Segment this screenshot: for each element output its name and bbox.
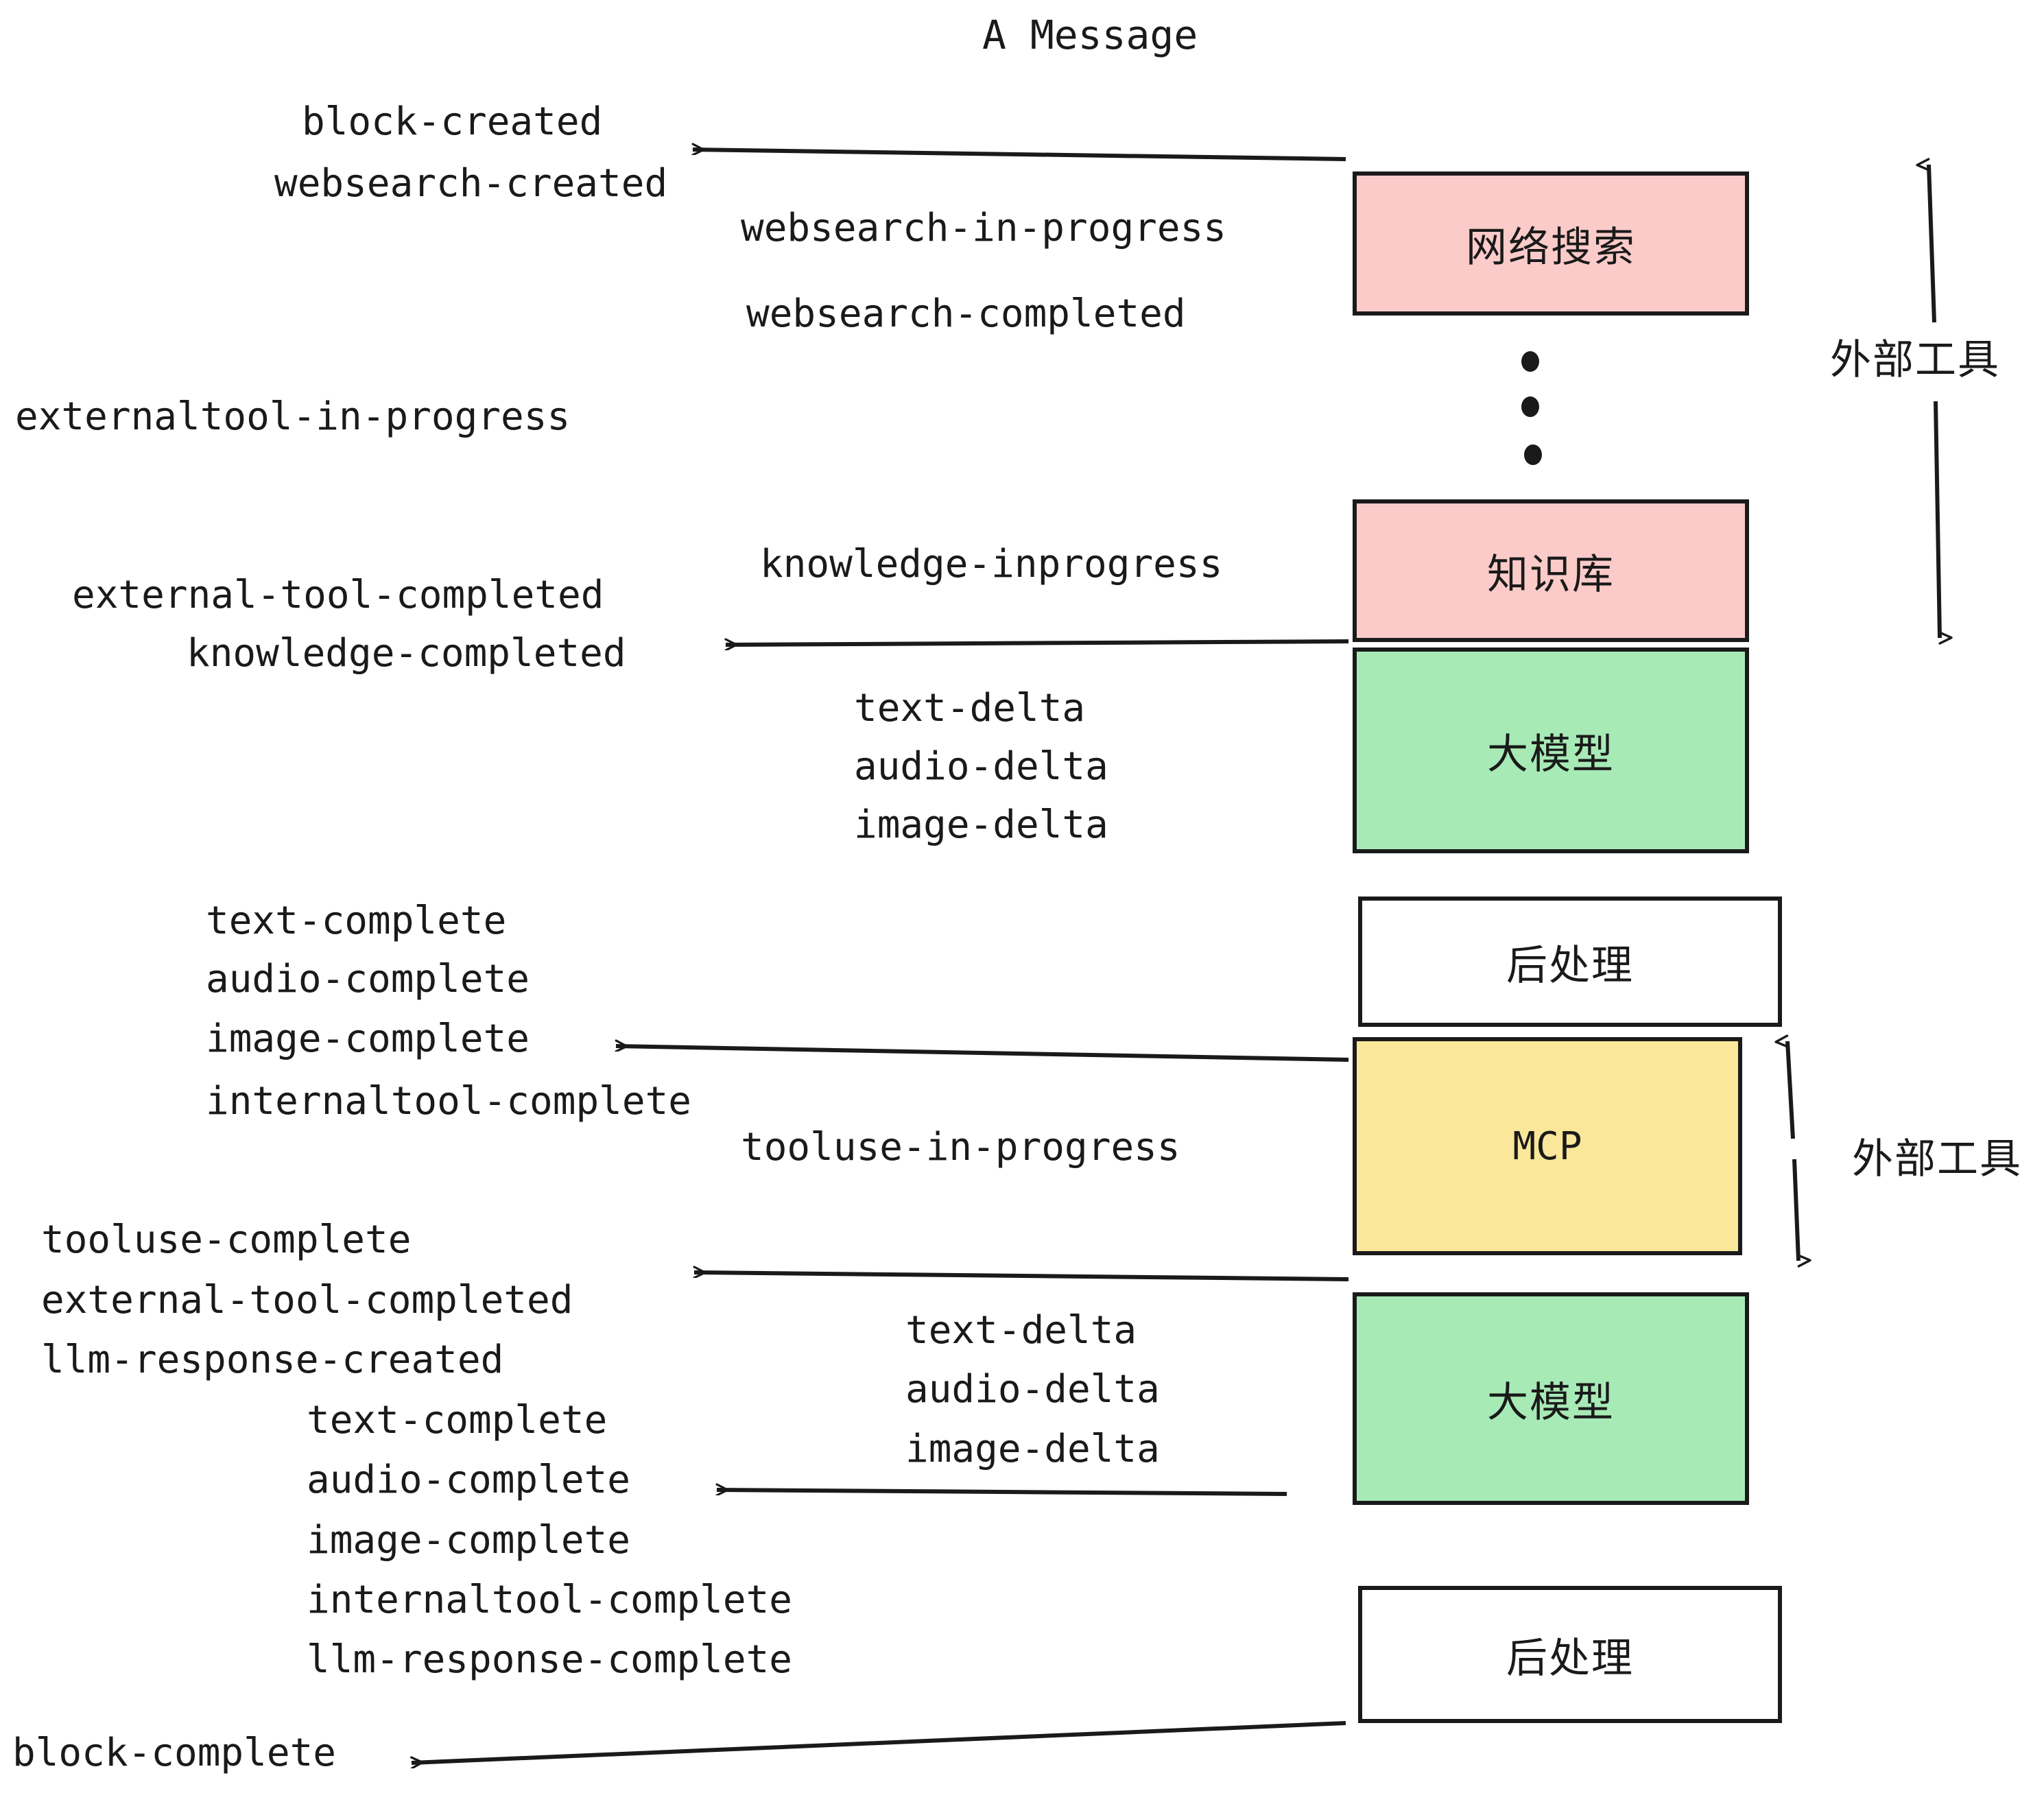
event-label-externaltool-in-progress: externaltool-in-progress	[15, 394, 571, 439]
node-mcp[interactable]: MCP	[1353, 1037, 1742, 1255]
node-postprocess-1[interactable]: 后处理	[1358, 897, 1782, 1027]
event-label-image-delta-2: image-delta	[905, 1427, 1160, 1471]
event-label-text-complete-1: text-complete	[206, 899, 507, 943]
node-knowledge-base-label: 知识库	[1487, 550, 1615, 599]
external-tool-scope2-down-arrow	[1792, 1159, 1798, 1261]
event-label-audio-delta-2: audio-delta	[905, 1367, 1160, 1412]
arrow-block-complete	[412, 1721, 1346, 1763]
node-llm-2[interactable]: 大模型	[1353, 1292, 1749, 1505]
event-label-image-complete-2: image-complete	[307, 1518, 631, 1563]
event-label-external-tool-completed-2: external-tool-completed	[41, 1278, 573, 1322]
external-tool-scope-up-arrow	[1929, 165, 1936, 323]
event-label-websearch-created: websearch-created	[274, 161, 668, 206]
event-label-text-complete-2: text-complete	[307, 1398, 608, 1443]
ellipsis-dot-2	[1521, 396, 1539, 417]
node-websearch-label: 网络搜索	[1466, 223, 1636, 272]
event-label-llm-response-created: llm-response-created	[41, 1338, 504, 1382]
page-title: A Message	[982, 12, 1198, 58]
event-label-knowledge-completed: knowledge-completed	[187, 631, 626, 676]
external-tool-scope2-up-arrow	[1787, 1041, 1795, 1139]
event-label-audio-delta-1: audio-delta	[854, 744, 1108, 789]
event-label-block-complete: block-complete	[12, 1731, 337, 1775]
ellipsis-dot-3	[1524, 444, 1542, 465]
node-postprocess-2-label: 后处理	[1506, 1634, 1634, 1683]
event-label-internaltool-complete-2: internaltool-complete	[307, 1578, 793, 1622]
event-label-llm-response-complete: llm-response-complete	[307, 1637, 793, 1682]
event-label-block-created: block-created	[302, 99, 603, 144]
event-label-websearch-completed: websearch-completed	[746, 292, 1186, 336]
event-label-text-delta-1: text-delta	[854, 686, 1086, 731]
event-label-image-complete-1: image-complete	[206, 1017, 530, 1061]
external-tool-scope-down-arrow	[1934, 401, 1940, 638]
arrow-image-complete	[616, 1046, 1349, 1062]
event-label-text-delta-2: text-delta	[905, 1308, 1137, 1353]
node-postprocess-2[interactable]: 后处理	[1358, 1586, 1782, 1723]
event-label-tooluse-in-progress: tooluse-in-progress	[741, 1125, 1180, 1170]
node-postprocess-1-label: 后处理	[1506, 941, 1634, 990]
node-llm-1[interactable]: 大模型	[1353, 648, 1749, 853]
arrow-knowledge-completed	[726, 641, 1349, 645]
group-label-external-tool-top: 外部工具	[1830, 336, 2000, 384]
event-label-audio-complete-1: audio-complete	[206, 957, 530, 1001]
event-label-audio-complete-2: audio-complete	[307, 1458, 631, 1502]
group-label-external-tool-bottom: 外部工具	[1852, 1135, 2022, 1183]
arrow-audio-complete	[717, 1490, 1287, 1496]
node-websearch[interactable]: 网络搜索	[1353, 171, 1749, 316]
node-knowledge-base[interactable]: 知识库	[1353, 499, 1749, 642]
node-llm-2-label: 大模型	[1487, 1378, 1615, 1427]
event-label-internaltool-complete-1: internaltool-complete	[206, 1079, 692, 1124]
event-label-external-tool-completed-1: external-tool-completed	[72, 573, 604, 617]
event-label-websearch-in-progress: websearch-in-progress	[741, 206, 1227, 250]
event-label-image-delta-1: image-delta	[854, 803, 1108, 847]
node-mcp-label: MCP	[1512, 1124, 1582, 1169]
event-label-knowledge-inprogress: knowledge-inprogress	[760, 542, 1223, 586]
event-label-tooluse-complete: tooluse-complete	[41, 1218, 412, 1262]
arrow-tooluse-complete	[694, 1272, 1349, 1281]
node-llm-1-label: 大模型	[1487, 730, 1615, 779]
arrow-block-created	[693, 150, 1346, 161]
ellipsis-dot-1	[1521, 351, 1539, 372]
